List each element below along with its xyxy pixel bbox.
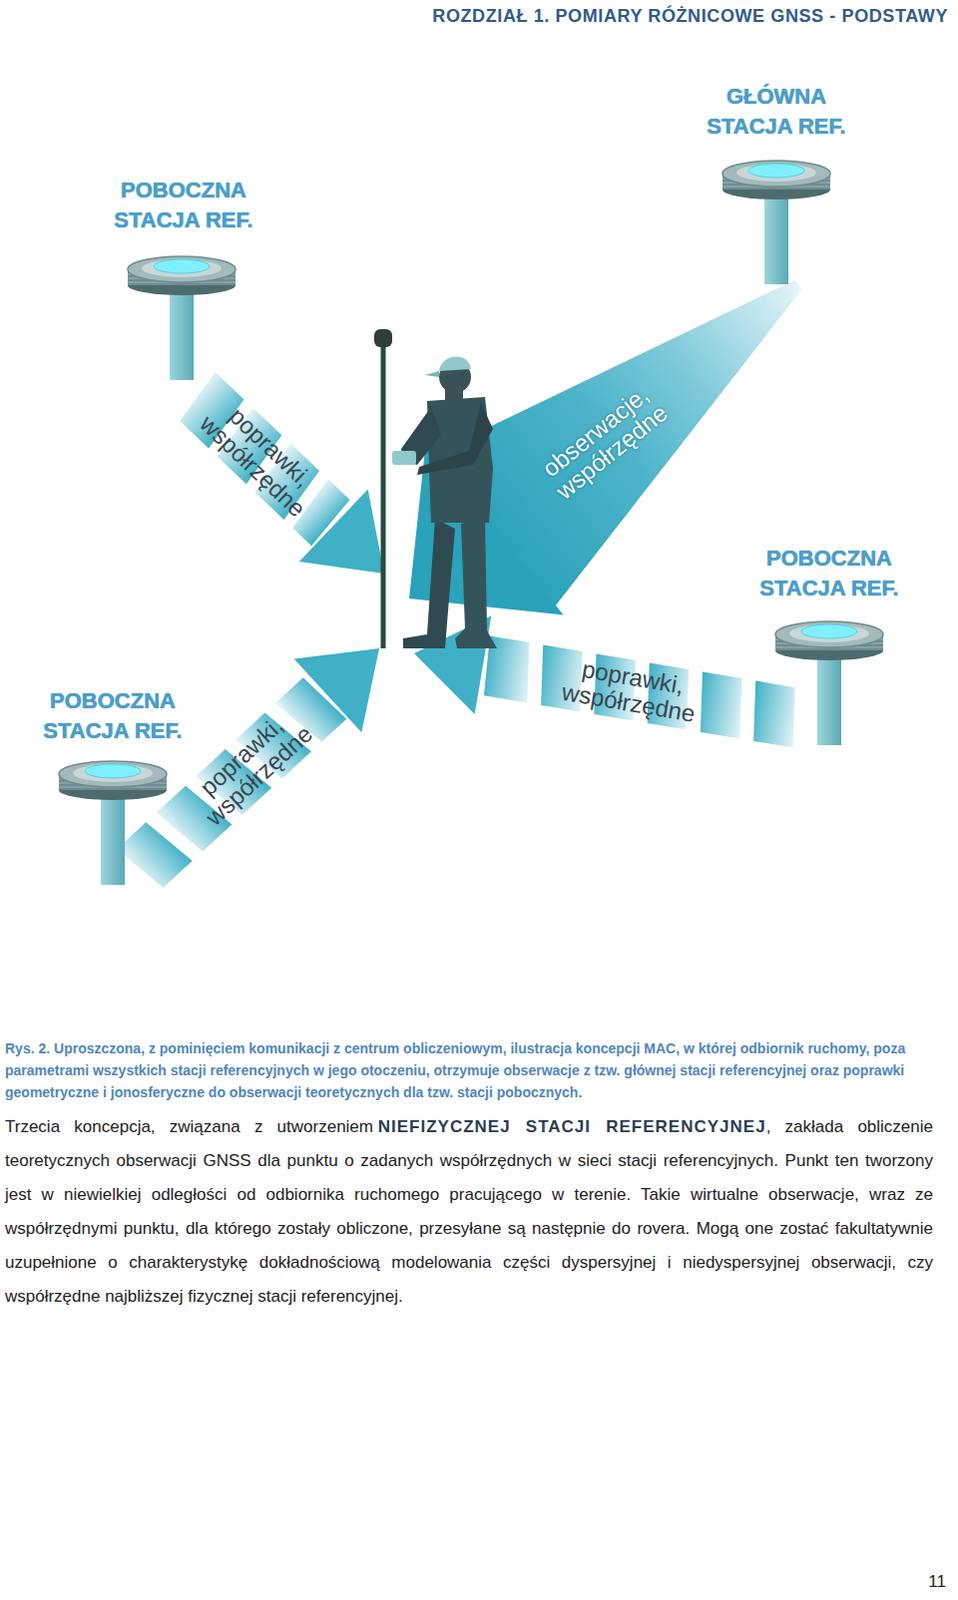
correction-arrow (299, 489, 420, 611)
figure-caption: Rys. 2. Uproszczona, z pominięciem komun… (4, 1037, 934, 1104)
arrow-label: obserwacje, współrzędne (521, 368, 687, 515)
body-paragraph: Trzecia koncepcja, związana z utworzenie… (4, 1110, 934, 1315)
station-name: GŁÓWNA STACJA REF. (691, 81, 862, 142)
rover-surveyor (439, 356, 472, 372)
station-label: POBOCZNA STACJA REF. (744, 543, 915, 604)
rover-surveyor (425, 371, 440, 378)
station-name: POBOCZNA STACJA REF. (27, 686, 198, 747)
correction-arrow (160, 357, 420, 610)
station-label: GŁÓWNA STACJA REF. (691, 81, 862, 142)
station-label: POBOCZNA STACJA REF. (27, 686, 198, 747)
rover-surveyor (392, 451, 417, 466)
arrow-label: poprawki, współrzędne (174, 693, 328, 841)
correction-arrow (692, 671, 750, 739)
emphasis-text: NIEFIZYCZNEJ STACJI REFERENCYJNEJ (378, 1117, 767, 1137)
station-label: POBOCZNA STACJA REF. (98, 175, 269, 236)
rover-surveyor (403, 518, 456, 649)
body-text: , zakłada obliczenie teoretycznych obser… (4, 1117, 934, 1307)
rover-surveyor (374, 329, 497, 649)
correction-arrow (294, 611, 414, 733)
running-header: ROZDZIAŁ 1. POMIARY RÓŻNICOWE GNSS - POD… (432, 5, 949, 27)
correction-arrow (745, 680, 803, 748)
reference-station (58, 761, 167, 886)
station-name: POBOCZNA STACJA REF. (744, 543, 915, 604)
reference-station (775, 621, 884, 746)
reference-station (722, 160, 831, 285)
arrow-label: poprawki, współrzędne (547, 651, 714, 730)
reference-station (127, 256, 236, 381)
station-name: POBOCZNA STACJA REF. (98, 175, 269, 236)
rover-surveyor (381, 341, 387, 649)
page-number: 11 (928, 1572, 947, 1593)
rover-surveyor (455, 518, 497, 649)
rover-surveyor (374, 329, 393, 348)
rover-surveyor (417, 403, 493, 476)
body-text: Trzecia koncepcja, związana z utworzenie… (4, 1117, 374, 1137)
arrow-label: poprawki, współrzędne (185, 383, 338, 531)
correction-arrow (102, 611, 414, 909)
